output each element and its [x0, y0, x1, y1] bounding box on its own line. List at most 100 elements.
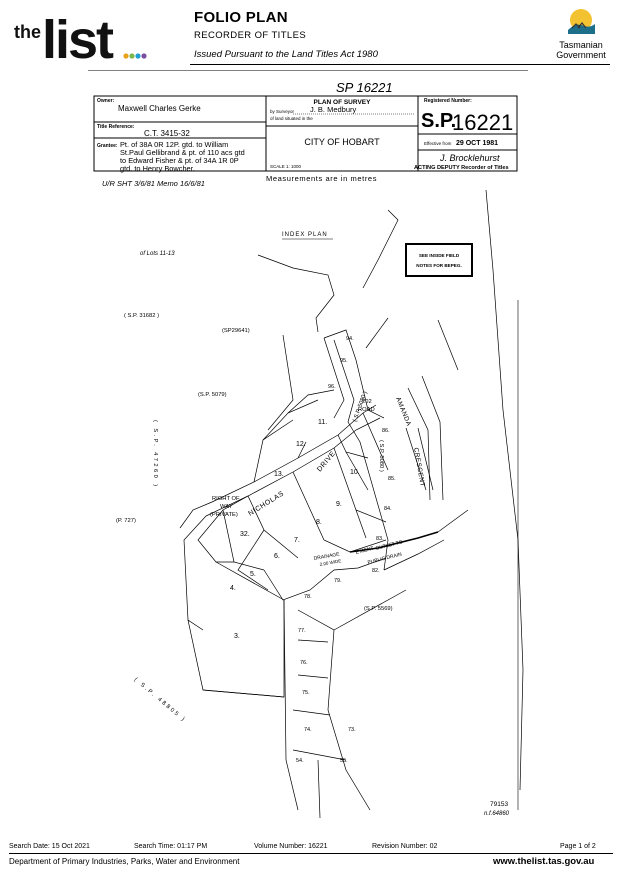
- footer-volume: Volume Number: 16221: [254, 843, 328, 850]
- lot-label: 85.: [388, 476, 396, 482]
- header-divider: [190, 64, 610, 65]
- field-notes-box: SEE INSIDE FIELD NOTES FOR BEPEG.: [405, 243, 473, 277]
- title-block: Owner: Maxwell Charles Gerke Title Refer…: [93, 95, 518, 173]
- lot-label: 6.: [274, 553, 280, 560]
- lot-label: 11.: [318, 419, 327, 426]
- index-plan-label: INDEX PLAN: [282, 232, 328, 238]
- lot-label: 55.: [340, 758, 348, 764]
- grantee-line: Pt. of 38A 0R 12P. gtd. to William: [120, 140, 228, 149]
- street-drive: DRIVE: [316, 450, 337, 473]
- sp-label: ( S.P. 48805 ): [133, 677, 187, 724]
- logo-text-the: the: [14, 22, 41, 42]
- tas-government-logo: Tasmanian Government: [548, 6, 614, 64]
- map-labels: ( S.P. 31682 ) (SP29641) (S.P. 5079) (S.…: [116, 313, 426, 764]
- lot-label: 82.: [372, 568, 380, 574]
- row-label: (PRIVATE): [210, 512, 238, 518]
- lot-label: 75.: [302, 690, 310, 696]
- by-surveyor-label: by Surveyor: [270, 109, 295, 114]
- easement-label: E'MENT: [355, 546, 374, 556]
- footer-department: Department of Primary Industries, Parks,…: [9, 857, 240, 866]
- field-notes-line: SEE INSIDE FIELD: [419, 253, 460, 258]
- sp-label: ( S.P. 47260 ): [152, 420, 158, 489]
- survey-map: [179, 189, 524, 819]
- footer-search-date: Search Date: 15 Oct 2021: [9, 843, 90, 850]
- grantee-line: gtd. to Henry Bowcher.: [120, 164, 195, 173]
- road-label: ROAD: [358, 407, 375, 413]
- lot-label: 86.: [382, 428, 390, 434]
- city-name: CITY OF HOBART: [304, 137, 380, 147]
- road-label: 202: [362, 399, 372, 405]
- lot-label: 83.: [376, 536, 384, 542]
- acting-deputy: ACTING DEPUTY Recorder of Titles: [414, 165, 509, 171]
- lot-label: 95.: [340, 358, 348, 364]
- tasmanian-tiger-icon: [568, 9, 595, 34]
- gov-line1: Tasmanian: [559, 40, 603, 50]
- lot-label: 3.: [234, 633, 240, 640]
- sp-label: (S.P. 5079): [198, 392, 227, 398]
- title-ref: C.T. 3415-32: [144, 129, 190, 138]
- lot-label: 73.: [348, 727, 356, 733]
- logo-text-list: list: [42, 10, 114, 60]
- street-nicholas: NICHOLAS: [247, 490, 285, 517]
- grantee-line: to Edward Fisher & pt. of 34A 1R 0P: [120, 156, 239, 165]
- lot-label: 10.: [350, 469, 360, 476]
- land-situated: of land situated in the: [270, 116, 313, 121]
- footer-website-link[interactable]: www.thelist.tas.gov.au: [493, 856, 595, 867]
- folio-plan-scan: SP 16221 Owner: Maxwell Charles Gerke Ti…: [88, 69, 528, 830]
- sp-label: (P. 727): [116, 518, 136, 524]
- lot-label: 7.: [294, 537, 300, 544]
- lot-label: 32.: [240, 531, 250, 538]
- lot-label: 9.: [336, 501, 342, 508]
- signature: J. Brocklehurst: [439, 153, 500, 163]
- page-subtitle: RECORDER OF TITLES: [194, 30, 307, 41]
- sp-label: (SP29641): [222, 328, 250, 334]
- reg-number: 16221: [452, 110, 513, 135]
- field-notes-line: NOTES FOR BEPEG.: [416, 263, 461, 268]
- scale: SCALE 1: 1000: [270, 164, 302, 169]
- reg-prefix: S.P.: [421, 110, 456, 132]
- street-amanda: AMANDA: [394, 396, 412, 427]
- footer-divider: [9, 853, 613, 854]
- sp-label: ( S.P. 31682 ): [124, 313, 159, 319]
- footer-page: Page 1 of 2: [560, 843, 596, 850]
- plan-of-survey: PLAN OF SURVEY: [314, 99, 372, 106]
- sp-label: (S.P. 5569): [364, 606, 393, 612]
- page-title: FOLIO PLAN: [194, 9, 288, 26]
- drainage-label: 2.00 WIDE: [319, 558, 341, 567]
- lot-label: 76.: [300, 660, 308, 666]
- lot-label: 4.: [230, 585, 236, 592]
- owner-name: Maxwell Charles Gerke: [118, 104, 201, 113]
- sp-label: ( S.P. 5080 ): [378, 440, 384, 472]
- effective-date: 29 OCT 1981: [456, 140, 498, 147]
- grantee-label: Grantee:: [97, 143, 118, 149]
- owner-label: Owner:: [97, 98, 115, 104]
- issued-note: Issued Pursuant to the Land Titles Act 1…: [194, 49, 378, 60]
- row-label: RIGHT OF: [212, 496, 240, 502]
- lot-label: 77.: [298, 628, 306, 634]
- title-ref-label: Title Reference:: [97, 124, 135, 130]
- lot-label: 79.: [334, 578, 342, 584]
- surveyor-name: J. B. Medbury: [310, 105, 357, 114]
- lot-label: 74.: [304, 727, 312, 733]
- lot-label: 12.: [296, 441, 306, 448]
- drainage-label: DRAINAGE: [313, 551, 340, 562]
- gov-line2: Government: [556, 50, 606, 60]
- bottom-ref2: n.f.64860: [484, 811, 510, 817]
- of-lots-note: of Lots 11-13: [140, 251, 175, 257]
- lot-label: 94.: [346, 336, 354, 342]
- footer-search-time: Search Time: 01:17 PM: [134, 843, 208, 850]
- lot-label: 78.: [304, 594, 312, 600]
- top-ref: SP 16221: [336, 80, 393, 95]
- bottom-ref1: 79153: [490, 801, 508, 808]
- reg-label: Registered Number:: [424, 98, 472, 104]
- lot-label: 96.: [328, 384, 336, 390]
- measurements-note: Measurements are in metres: [266, 174, 377, 183]
- lot-label: 13.: [274, 471, 284, 478]
- effective-label: Effective from: [424, 141, 452, 146]
- footer-revision: Revision Number: 02: [372, 843, 438, 850]
- lot-label: 5.: [250, 571, 256, 578]
- grantee-line: St.Paul Gellibrand & pt. of 110 acs gtd: [120, 148, 245, 157]
- row-label: WAY: [220, 504, 233, 510]
- handwritten-note: U/R SHT 3/6/81 Memo 16/6/81: [102, 179, 205, 188]
- lot-label: 54.: [296, 758, 304, 764]
